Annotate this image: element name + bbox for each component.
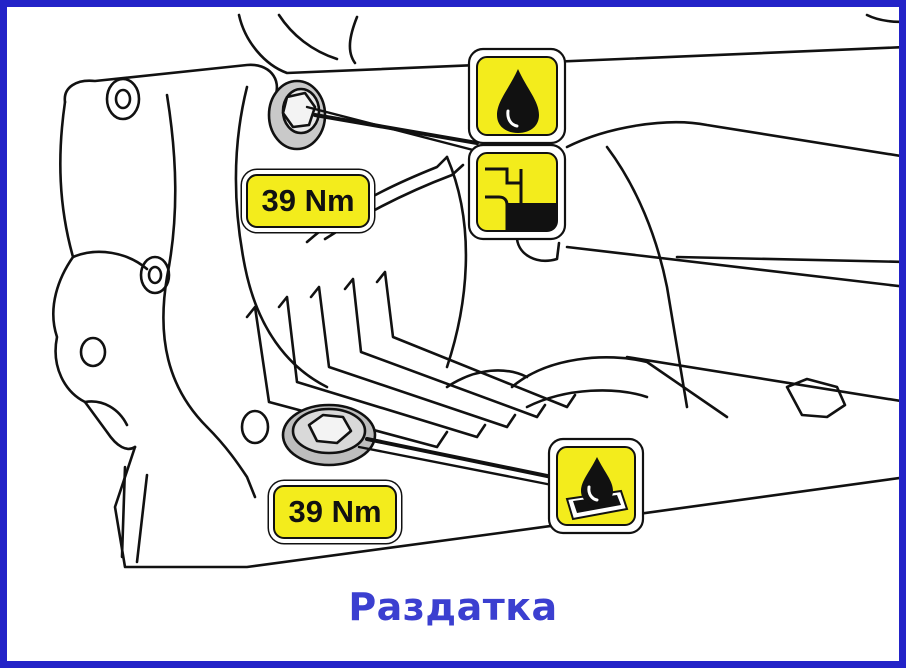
cooling-ribs bbox=[245, 155, 577, 449]
torque-label-fill-plug: 39 Nm bbox=[246, 174, 370, 228]
oil-level-icon bbox=[467, 143, 567, 241]
torque-label-drain-plug: 39 Nm bbox=[273, 485, 397, 539]
output-arm bbox=[445, 120, 899, 419]
oil-drop-icon bbox=[467, 47, 567, 145]
transfer-case-drawing bbox=[52, 13, 899, 569]
oil-drain-icon bbox=[547, 437, 645, 535]
upper-shaft bbox=[237, 13, 899, 75]
mounting-ears bbox=[79, 77, 270, 445]
leader-lines bbox=[305, 105, 554, 487]
drain-plug bbox=[281, 403, 377, 467]
diagram-caption: Раздатка bbox=[348, 585, 558, 629]
